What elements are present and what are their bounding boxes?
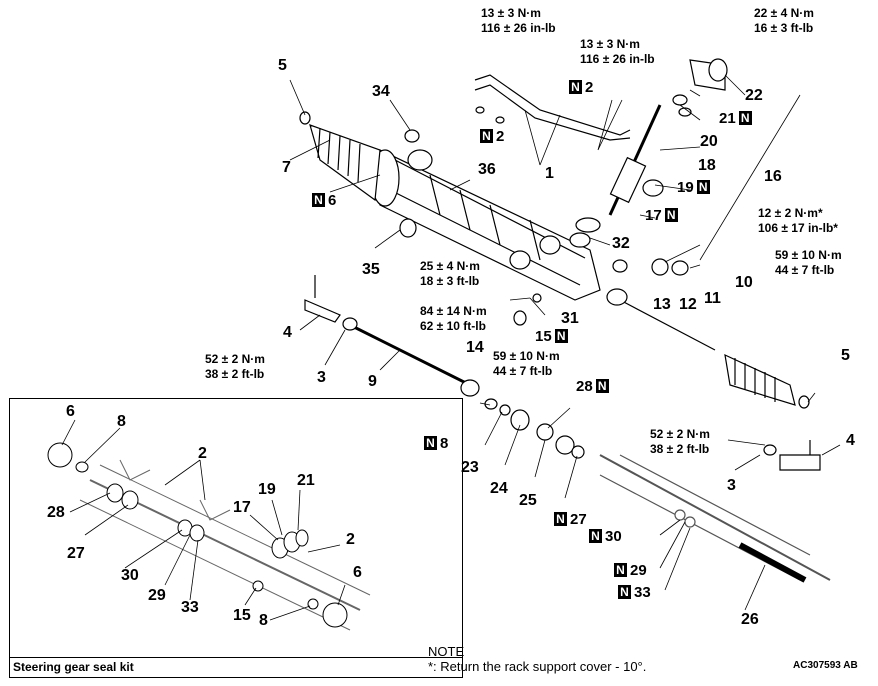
note-text: *: Return the rack support cover - 10°. xyxy=(428,659,647,674)
part-label-5: 5 xyxy=(278,57,287,74)
part-label-31: 31 xyxy=(561,310,579,327)
kit-label-8: 8 xyxy=(117,413,126,430)
part-label-32: 32 xyxy=(612,235,630,252)
part-label-22: 22 xyxy=(745,87,763,104)
part-label-14: 14 xyxy=(466,339,484,356)
torque-spec-4: 12 ± 2 N·m*106 ± 17 in-lb* xyxy=(758,206,838,235)
note-block: NOTE *: Return the rack support cover - … xyxy=(428,644,646,674)
kit-label-27: 27 xyxy=(67,545,85,562)
kit-label-15: 15 xyxy=(233,607,251,624)
kit-label-6: 6 xyxy=(66,403,75,420)
part-label-7: 7 xyxy=(282,159,291,176)
part-label-18: 18 xyxy=(698,157,716,174)
kit-label-19: 19 xyxy=(258,481,276,498)
part-label-11: 11 xyxy=(704,290,721,307)
left-boot xyxy=(299,111,381,202)
kit-label-8b: 8 xyxy=(259,612,268,629)
rack-support xyxy=(612,258,689,276)
pinion-assembly xyxy=(569,58,728,248)
kit-label-30: 30 xyxy=(121,567,139,584)
part-label-12: 12 xyxy=(679,296,697,313)
kit-label-29: 29 xyxy=(148,587,166,604)
part-label-36: 36 xyxy=(478,161,496,178)
part-label-10: 10 xyxy=(735,274,753,291)
note-title: NOTE xyxy=(428,644,465,659)
part-label-25: 25 xyxy=(519,492,537,509)
part-label-9: 9 xyxy=(368,373,377,390)
part-label-16: 16 xyxy=(764,168,782,185)
kit-label-2: 2 xyxy=(198,445,207,462)
part-label-26: 26 xyxy=(741,611,759,628)
kit-label-2b: 2 xyxy=(346,531,355,548)
part-label-35: 35 xyxy=(362,261,380,278)
part-label-5-right: 5 xyxy=(841,347,850,364)
seal-kit-inset: Steering gear seal kit xyxy=(9,398,463,678)
kit-label-28: 28 xyxy=(47,504,65,521)
feed-tubes xyxy=(474,74,631,141)
right-tie-rod-end xyxy=(763,440,821,471)
part-label-20: 20 xyxy=(700,133,718,150)
kit-label-21: 21 xyxy=(297,472,315,489)
part-label-3-right: 3 xyxy=(727,477,736,494)
part-label-4: 4 xyxy=(283,324,292,341)
seal-kit-title: Steering gear seal kit xyxy=(10,657,462,677)
part-label-34: 34 xyxy=(372,83,390,100)
right-boot xyxy=(724,353,810,409)
right-rack-shaft xyxy=(619,299,716,351)
part-label-3: 3 xyxy=(317,369,326,386)
rack-assembly xyxy=(599,454,831,583)
left-tie-rod xyxy=(304,275,480,397)
kit-label-33: 33 xyxy=(181,599,199,616)
kit-drawing xyxy=(47,419,371,631)
part-label-24: 24 xyxy=(490,480,508,497)
kit-label-6b: 6 xyxy=(353,564,362,581)
figure-code: AC307593 AB xyxy=(793,660,858,671)
part-label-4-right: 4 xyxy=(846,432,855,449)
part-label-1: 1 xyxy=(545,165,554,182)
part-label-13: 13 xyxy=(653,296,671,313)
kit-label-17: 17 xyxy=(233,499,251,516)
part-label-23: 23 xyxy=(461,459,479,476)
